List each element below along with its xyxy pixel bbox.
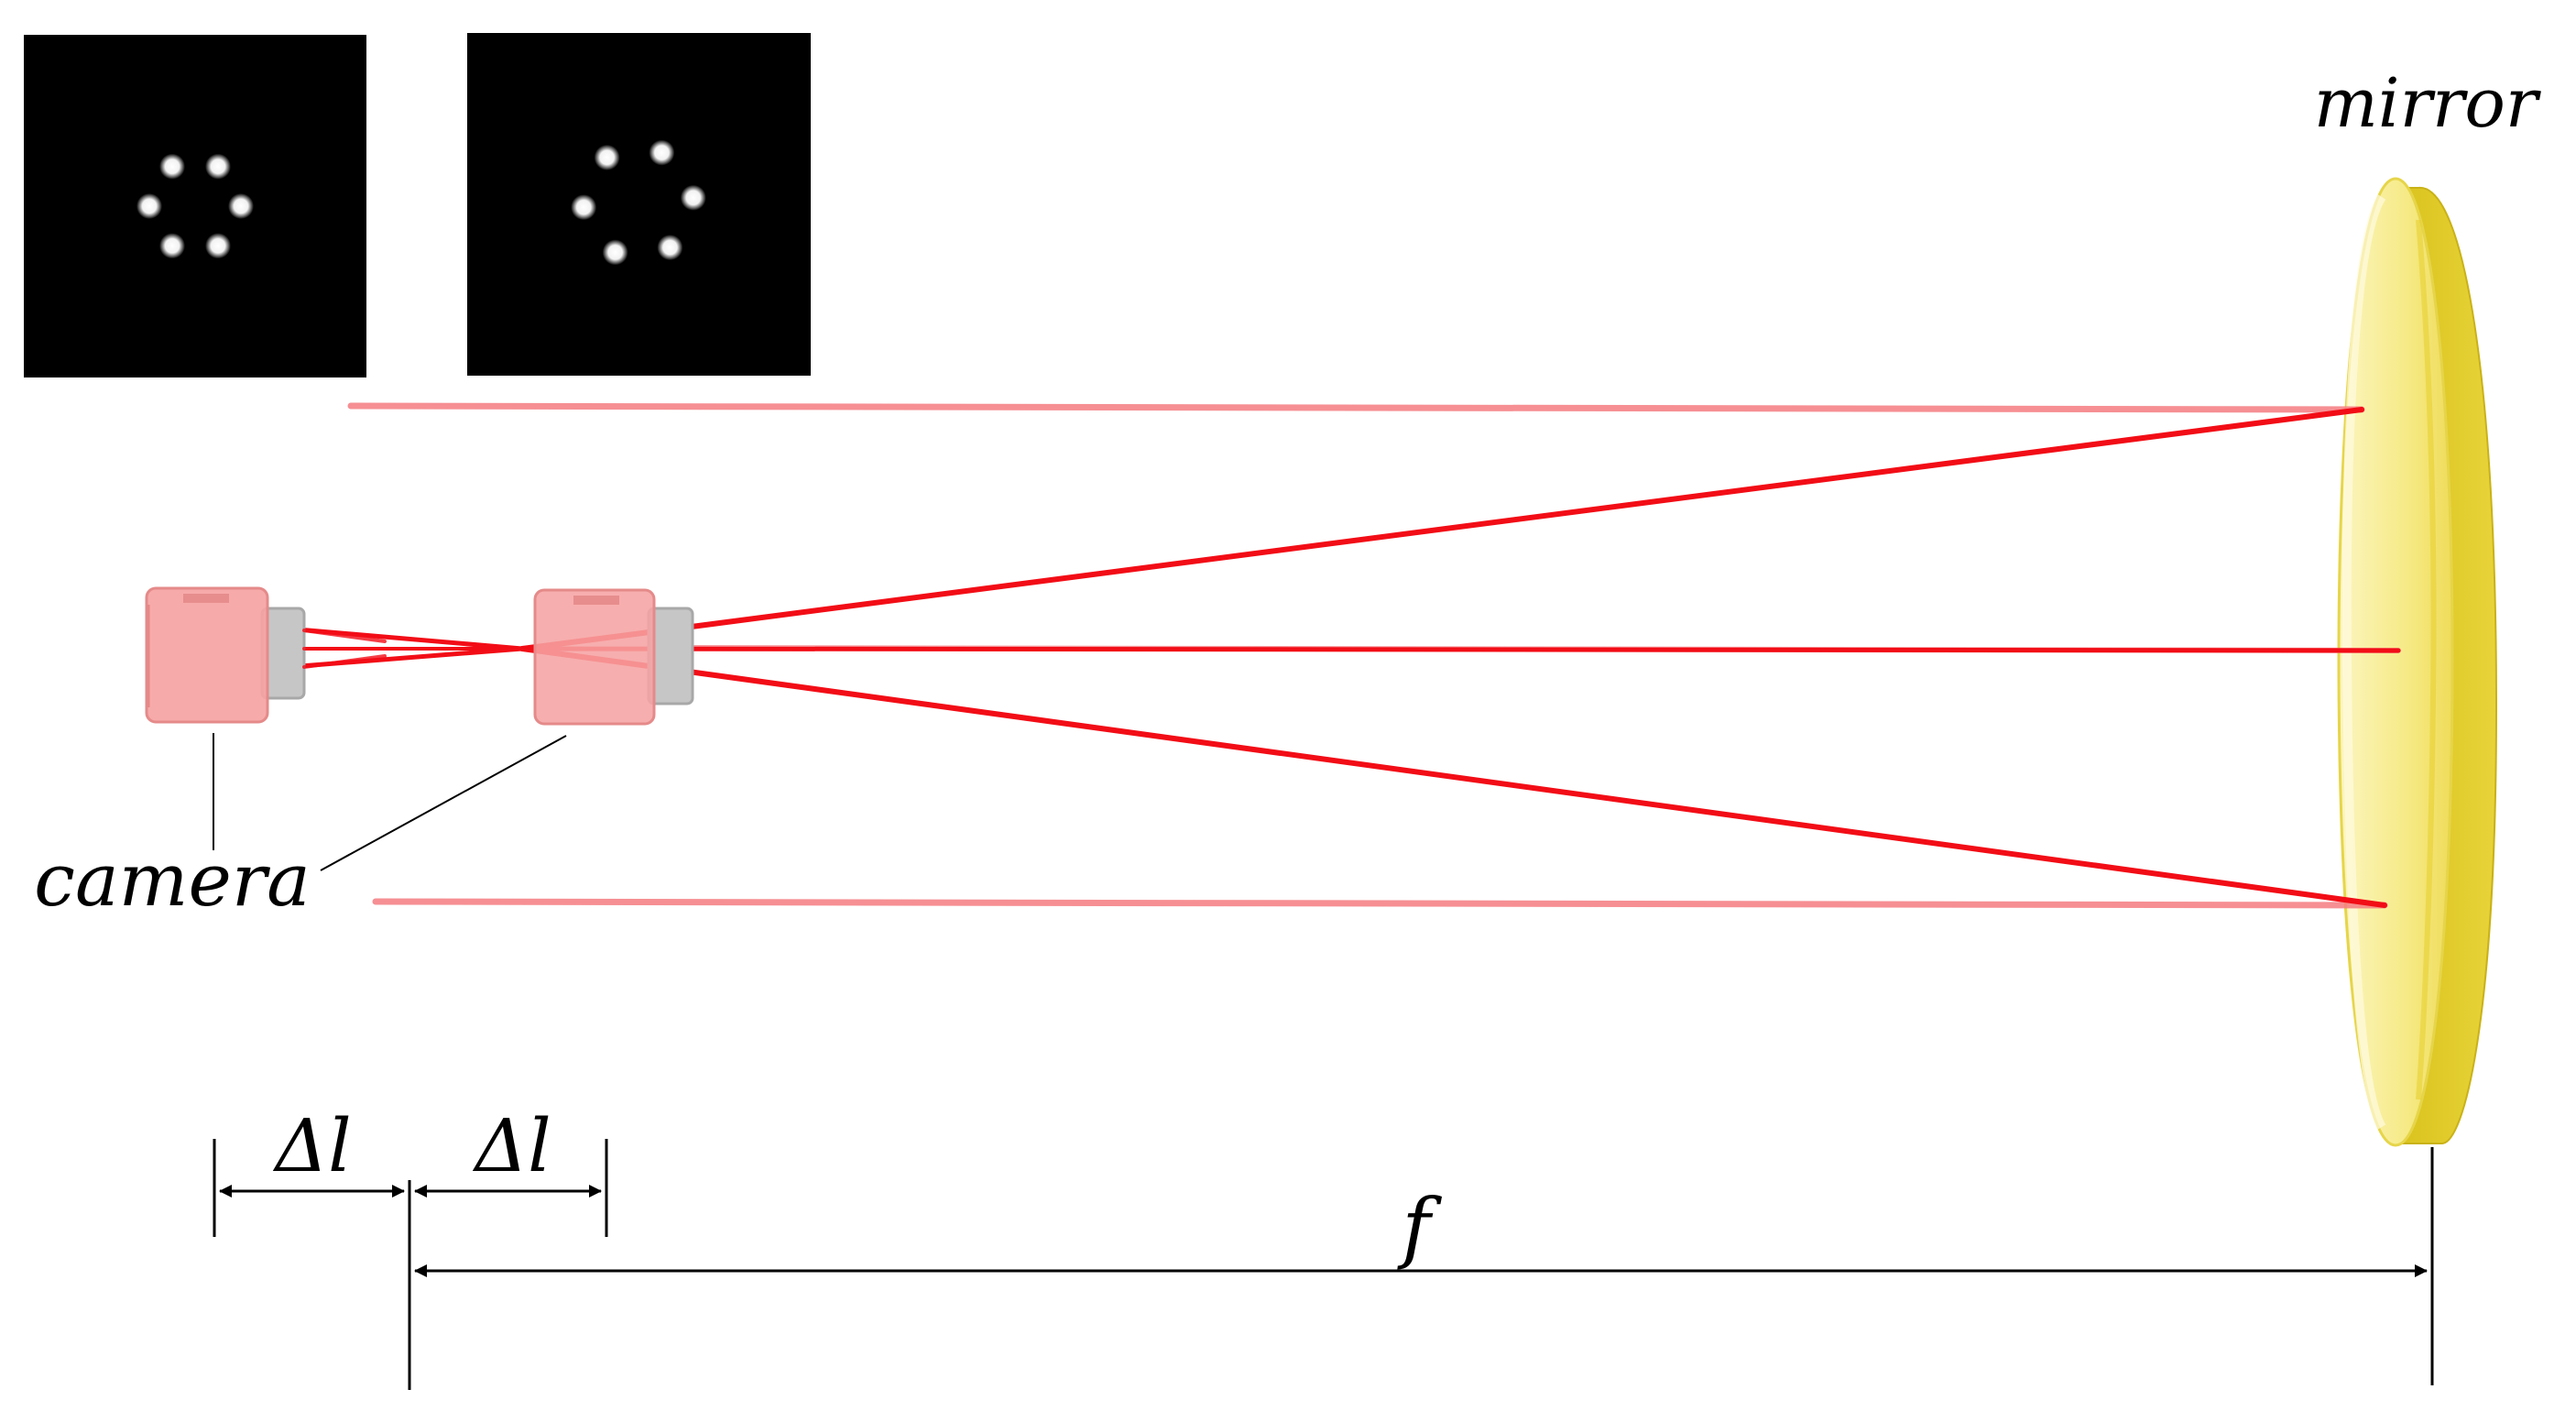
camera-label: camera <box>34 837 311 923</box>
inset-spot-pattern-near <box>24 35 366 377</box>
light-spot <box>205 233 231 259</box>
focal-length-label: f <box>1396 1182 1442 1272</box>
camera-far-body <box>533 588 656 726</box>
light-spot <box>602 239 628 266</box>
beam-collimated-top <box>347 402 2365 413</box>
light-spot <box>594 144 620 170</box>
light-spot <box>205 153 231 180</box>
camera-near <box>145 586 306 724</box>
delta-l-2-label: Δl <box>472 1103 551 1188</box>
camera-near-body <box>145 586 269 724</box>
delta-l-1-label: Δl <box>272 1103 351 1188</box>
beam-collimated-bottom <box>372 898 2388 909</box>
beam-converging-bottom <box>519 646 2387 908</box>
inset-spot-pattern-far <box>467 33 811 376</box>
camera-far <box>533 588 694 726</box>
light-spot <box>571 194 597 221</box>
mirror-label: mirror <box>2314 64 2542 143</box>
light-spot <box>657 235 683 261</box>
mirror-element <box>2337 177 2498 1147</box>
beam-converging-top <box>519 407 2364 651</box>
light-spot <box>159 153 185 180</box>
camera-far-leader <box>320 735 567 871</box>
light-spot <box>649 139 675 166</box>
light-spot <box>159 233 185 259</box>
light-spot <box>680 184 706 211</box>
beam-center-axis <box>519 646 2401 653</box>
dimension-lines <box>213 1139 2434 1390</box>
light-spot <box>228 193 254 219</box>
light-spot <box>136 193 162 219</box>
